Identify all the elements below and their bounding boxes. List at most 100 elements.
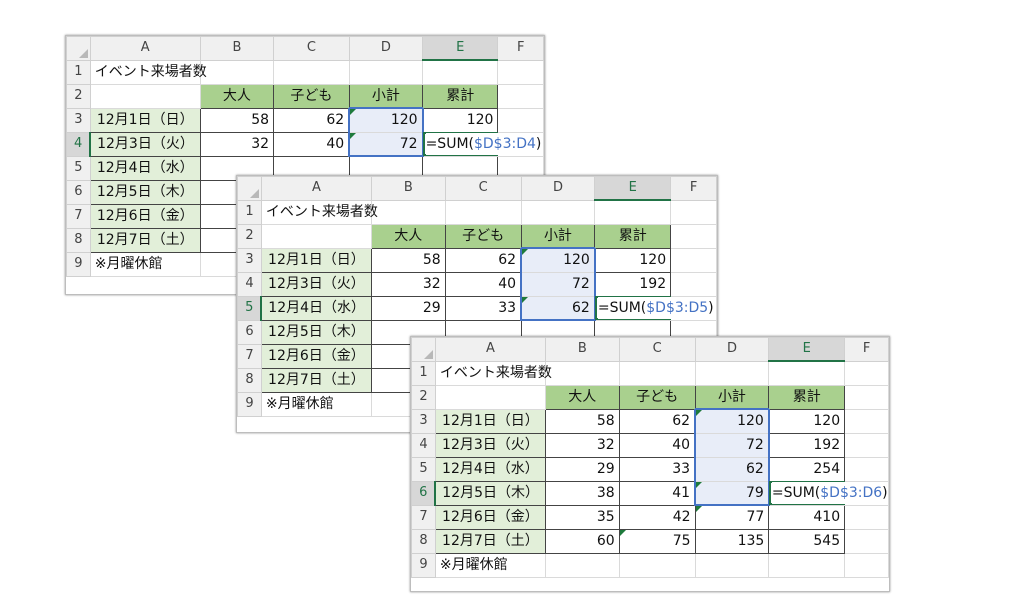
col-header-d[interactable]: D: [694, 337, 770, 362]
cell-title[interactable]: イベント来場者数: [434, 360, 552, 386]
cell-note[interactable]: ※月曜休館: [434, 552, 546, 578]
row-header[interactable]: 4: [411, 432, 436, 458]
cell-total[interactable]: 192: [594, 271, 672, 297]
row-header[interactable]: 1: [237, 199, 262, 225]
cell-date[interactable]: 12月1日（日）: [434, 408, 546, 434]
row-header[interactable]: 2: [66, 83, 91, 109]
cell-total[interactable]: 192: [768, 432, 846, 458]
cell-date[interactable]: 12月5日（木）: [260, 319, 372, 345]
cell-date[interactable]: 12月6日（金）: [260, 343, 372, 369]
cell-child[interactable]: 41: [618, 480, 696, 506]
cell-adult[interactable]: 38: [544, 480, 620, 506]
row-header[interactable]: 5: [411, 456, 436, 482]
cell-child[interactable]: 33: [618, 456, 696, 482]
cell[interactable]: [594, 199, 672, 225]
cell-date[interactable]: 12月5日（木）: [89, 179, 201, 205]
cell-subtotal[interactable]: 72: [348, 131, 424, 157]
row-header[interactable]: 3: [66, 107, 91, 133]
cell-total[interactable]: 120: [422, 107, 499, 133]
cell-subtotal[interactable]: 62: [520, 295, 596, 321]
header-subtotal[interactable]: 小計: [348, 83, 424, 109]
col-header-b[interactable]: B: [544, 337, 620, 362]
cell-date[interactable]: 12月1日（日）: [260, 247, 372, 273]
row-header[interactable]: 6: [66, 179, 91, 205]
row-header[interactable]: 5: [237, 295, 263, 321]
cell-child[interactable]: 62: [444, 247, 522, 273]
cell[interactable]: [497, 83, 544, 109]
col-header-a[interactable]: A: [260, 176, 372, 201]
cell[interactable]: [694, 360, 770, 386]
header-child[interactable]: 子ども: [618, 384, 696, 410]
cell[interactable]: [544, 552, 620, 578]
cell-date[interactable]: 12月6日（金）: [89, 203, 201, 229]
cell-total[interactable]: 545: [768, 528, 846, 554]
row-header[interactable]: 1: [411, 360, 436, 386]
col-header-c[interactable]: C: [444, 176, 522, 201]
col-header-c[interactable]: C: [273, 36, 350, 61]
row-header[interactable]: 7: [411, 504, 436, 530]
cell-child[interactable]: 40: [618, 432, 696, 458]
cell[interactable]: [497, 107, 544, 133]
cell[interactable]: [844, 384, 889, 410]
cell-total[interactable]: 410: [768, 504, 846, 530]
cell[interactable]: [844, 552, 889, 578]
cell[interactable]: [444, 199, 522, 225]
header-subtotal[interactable]: 小計: [520, 223, 596, 249]
select-all-corner[interactable]: [411, 337, 436, 362]
cell-subtotal[interactable]: 120: [520, 247, 596, 273]
row-header[interactable]: 7: [237, 343, 262, 369]
cell-subtotal[interactable]: 77: [694, 504, 770, 530]
cell[interactable]: [844, 360, 889, 386]
header-child[interactable]: 子ども: [444, 223, 522, 249]
col-header-f[interactable]: F: [670, 176, 717, 201]
cell[interactable]: [348, 59, 424, 85]
header-total[interactable]: 累計: [768, 384, 846, 410]
header-total[interactable]: 累計: [422, 83, 499, 109]
row-header[interactable]: 5: [66, 155, 91, 181]
cell-child[interactable]: 33: [444, 295, 522, 321]
cell-child[interactable]: 62: [618, 408, 696, 434]
cell-subtotal[interactable]: 62: [694, 456, 770, 482]
cell[interactable]: [260, 223, 372, 249]
cell[interactable]: [370, 199, 446, 225]
cell-child[interactable]: 40: [273, 131, 350, 157]
row-header[interactable]: 3: [411, 408, 436, 434]
cell-total[interactable]: 254: [768, 456, 846, 482]
cell-total[interactable]: 120: [768, 408, 846, 434]
cell-adult[interactable]: 35: [544, 504, 620, 530]
row-header[interactable]: 4: [237, 271, 262, 297]
cell-date[interactable]: 12月3日（火）: [260, 271, 372, 297]
row-header[interactable]: 8: [237, 367, 262, 393]
cell-date[interactable]: 12月4日（水）: [89, 155, 201, 181]
header-total[interactable]: 累計: [594, 223, 672, 249]
col-header-e[interactable]: E: [594, 176, 672, 201]
cell-note[interactable]: ※月曜休館: [260, 391, 372, 417]
cell-subtotal[interactable]: 72: [694, 432, 770, 458]
col-header-c[interactable]: C: [618, 337, 696, 362]
row-header[interactable]: 6: [237, 319, 262, 345]
cell[interactable]: [694, 552, 770, 578]
header-adult[interactable]: 大人: [370, 223, 446, 249]
col-header-e[interactable]: E: [768, 337, 846, 362]
row-header[interactable]: 6: [411, 480, 437, 506]
col-header-a[interactable]: A: [89, 36, 201, 61]
col-header-f[interactable]: F: [497, 36, 544, 61]
cell-adult[interactable]: 29: [544, 456, 620, 482]
header-adult[interactable]: 大人: [199, 83, 275, 109]
row-header[interactable]: 9: [411, 552, 436, 578]
cell-title[interactable]: イベント来場者数: [260, 199, 378, 225]
cell[interactable]: [844, 408, 889, 434]
row-header[interactable]: 9: [237, 391, 262, 417]
cell[interactable]: [844, 504, 889, 530]
cell-date[interactable]: 12月7日（土）: [434, 528, 546, 554]
cell-child[interactable]: 75: [618, 528, 696, 554]
cell[interactable]: [618, 552, 696, 578]
cell[interactable]: [422, 59, 499, 85]
cell-formula-active[interactable]: =SUM($D$3:D4): [422, 131, 542, 157]
cell[interactable]: [670, 247, 717, 273]
cell[interactable]: [520, 199, 596, 225]
col-header-f[interactable]: F: [844, 337, 889, 362]
cell[interactable]: [768, 360, 846, 386]
row-header[interactable]: 8: [66, 227, 91, 253]
select-all-corner[interactable]: [66, 36, 91, 61]
